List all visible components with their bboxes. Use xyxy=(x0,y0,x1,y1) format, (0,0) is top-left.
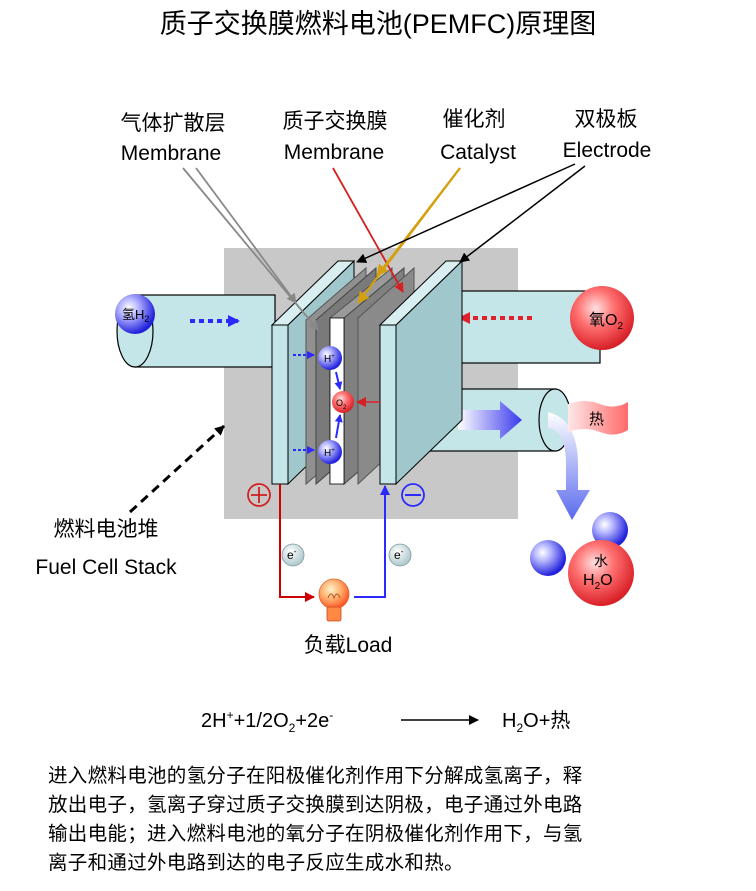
bipolar-plate-label-zh: 双极板 xyxy=(575,108,638,131)
page-title: 质子交换膜燃料电池(PEMFC)原理图 xyxy=(160,9,596,39)
water-label-formula: H2O xyxy=(583,572,613,592)
bipolar-plate-label-en: Electrode xyxy=(563,139,652,162)
water-outflow-arrow xyxy=(548,412,590,520)
oxygen-small-icon xyxy=(332,391,354,413)
hydrogen-molecule-icon xyxy=(115,294,155,334)
proton-top-icon xyxy=(318,346,342,370)
description-line: 放出电子，氢离子穿过质子交换膜到达阴极，电子通过外电路 xyxy=(48,794,583,816)
catalyst-label-en: Catalyst xyxy=(440,141,516,164)
electron-left-icon xyxy=(281,543,305,567)
description-line: 离子和通过外电路到达的电子反应生成水和热。 xyxy=(48,852,464,874)
internal-flow-arrows xyxy=(293,351,380,454)
electron-left-label: e- xyxy=(287,547,297,562)
electron-right-label: e- xyxy=(394,547,404,562)
external-circuit xyxy=(279,484,390,602)
gas-diffusion-layer-label-zh: 气体扩散层 xyxy=(121,112,226,135)
fuel-cell-stack-label-en: Fuel Cell Stack xyxy=(35,556,177,579)
description: 进入燃料电池的氢分子在阳极催化剂作用下分解成氢离子，释 放出电子，氢离子穿过质子… xyxy=(48,762,748,878)
light-bulb-icon xyxy=(318,578,350,622)
water-label-zh: 水 xyxy=(594,553,608,569)
oxygen-small-label: O2 xyxy=(336,398,347,411)
catalyst-label-zh: 催化剂 xyxy=(443,108,506,131)
leader-arrows xyxy=(128,163,586,514)
membrane-label-zh: 质子交换膜 xyxy=(283,110,388,133)
heat-label: 热 xyxy=(589,411,604,428)
positive-terminal-icon xyxy=(247,483,271,507)
equation-lhs: 2H++1/2O2+2e- xyxy=(201,708,333,735)
proton-bottom-label: H+ xyxy=(324,448,335,459)
hydrogen-inlet-pipe xyxy=(116,294,276,368)
load-label: 负载Load xyxy=(304,634,393,657)
oxygen-label: 氧O2 xyxy=(589,311,623,332)
negative-terminal-icon xyxy=(401,483,425,507)
fuel-cell-stack-label-zh: 燃料电池堆 xyxy=(54,518,159,541)
description-line: 进入燃料电池的氢分子在阳极催化剂作用下分解成氢离子，释 xyxy=(48,765,583,787)
cathode-bipolar-plate xyxy=(378,259,464,486)
description-line: 输出电能；进入燃料电池的氧分子在阴极催化剂作用下，与氢 xyxy=(48,823,583,845)
heat-flag-icon xyxy=(568,401,628,435)
gas-diffusion-layer-label-en: Membrane xyxy=(121,142,221,165)
water-molecule-icon xyxy=(530,512,634,606)
equation-rhs: H2O+热 xyxy=(502,709,570,735)
oxygen-molecule-icon xyxy=(570,286,634,350)
electron-right-icon xyxy=(388,543,412,567)
membrane-label-en: Membrane xyxy=(284,141,384,164)
hydrogen-label: 氢H2 xyxy=(122,307,149,324)
proton-top-label: H+ xyxy=(324,354,335,365)
proton-bottom-icon xyxy=(318,440,342,464)
